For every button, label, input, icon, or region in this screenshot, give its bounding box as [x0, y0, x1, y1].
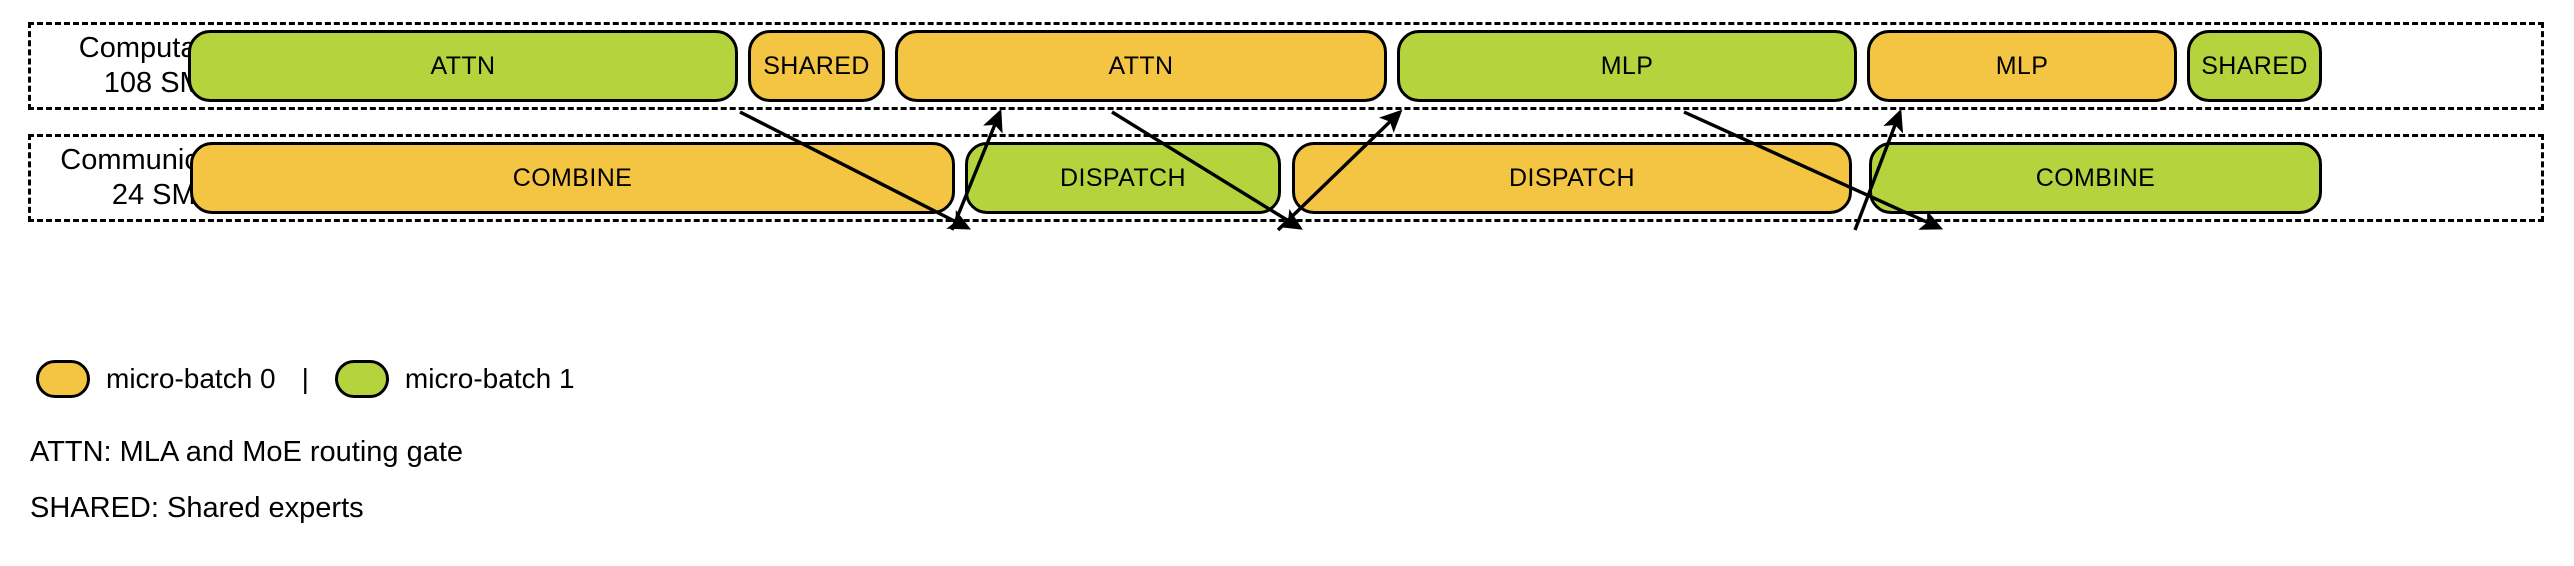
legend-swatch-micro-batch-0 — [36, 360, 90, 398]
caption-attn: ATTN: MLA and MoE routing gate — [30, 436, 464, 468]
block-label: MLP — [1600, 51, 1654, 80]
block-label: COMBINE — [512, 163, 633, 192]
block-label: DISPATCH — [1509, 163, 1635, 192]
block-computation-shared-1: SHARED — [748, 30, 885, 102]
legend-swatch-micro-batch-1 — [334, 360, 389, 398]
block-computation-mlp-3: MLP — [1397, 30, 1857, 102]
block-label: ATTN — [430, 51, 496, 80]
legend-label-micro-batch-1: micro-batch 1 — [404, 363, 575, 394]
block-label: SHARED — [2201, 51, 2308, 80]
block-communication-combine-0: COMBINE — [190, 142, 955, 214]
block-label: COMBINE — [2035, 163, 2156, 192]
block-communication-dispatch-2: DISPATCH — [1292, 142, 1852, 214]
caption-shared: SHARED: Shared experts — [30, 492, 364, 524]
block-label: DISPATCH — [1060, 163, 1186, 192]
legend-separator: | — [301, 363, 309, 394]
block-label: MLP — [1995, 51, 2049, 80]
legend: micro-batch 0 | micro-batch 1 — [36, 358, 575, 400]
block-computation-attn-0: ATTN — [188, 30, 738, 102]
block-computation-shared-5: SHARED — [2187, 30, 2322, 102]
block-computation-mlp-4: MLP — [1867, 30, 2177, 102]
legend-label-micro-batch-0: micro-batch 0 — [106, 363, 276, 394]
block-computation-attn-2: ATTN — [895, 30, 1387, 102]
block-communication-combine-3: COMBINE — [1869, 142, 2322, 214]
block-label: ATTN — [1108, 51, 1174, 80]
block-label: SHARED — [763, 51, 870, 80]
block-communication-dispatch-1: DISPATCH — [965, 142, 1281, 214]
